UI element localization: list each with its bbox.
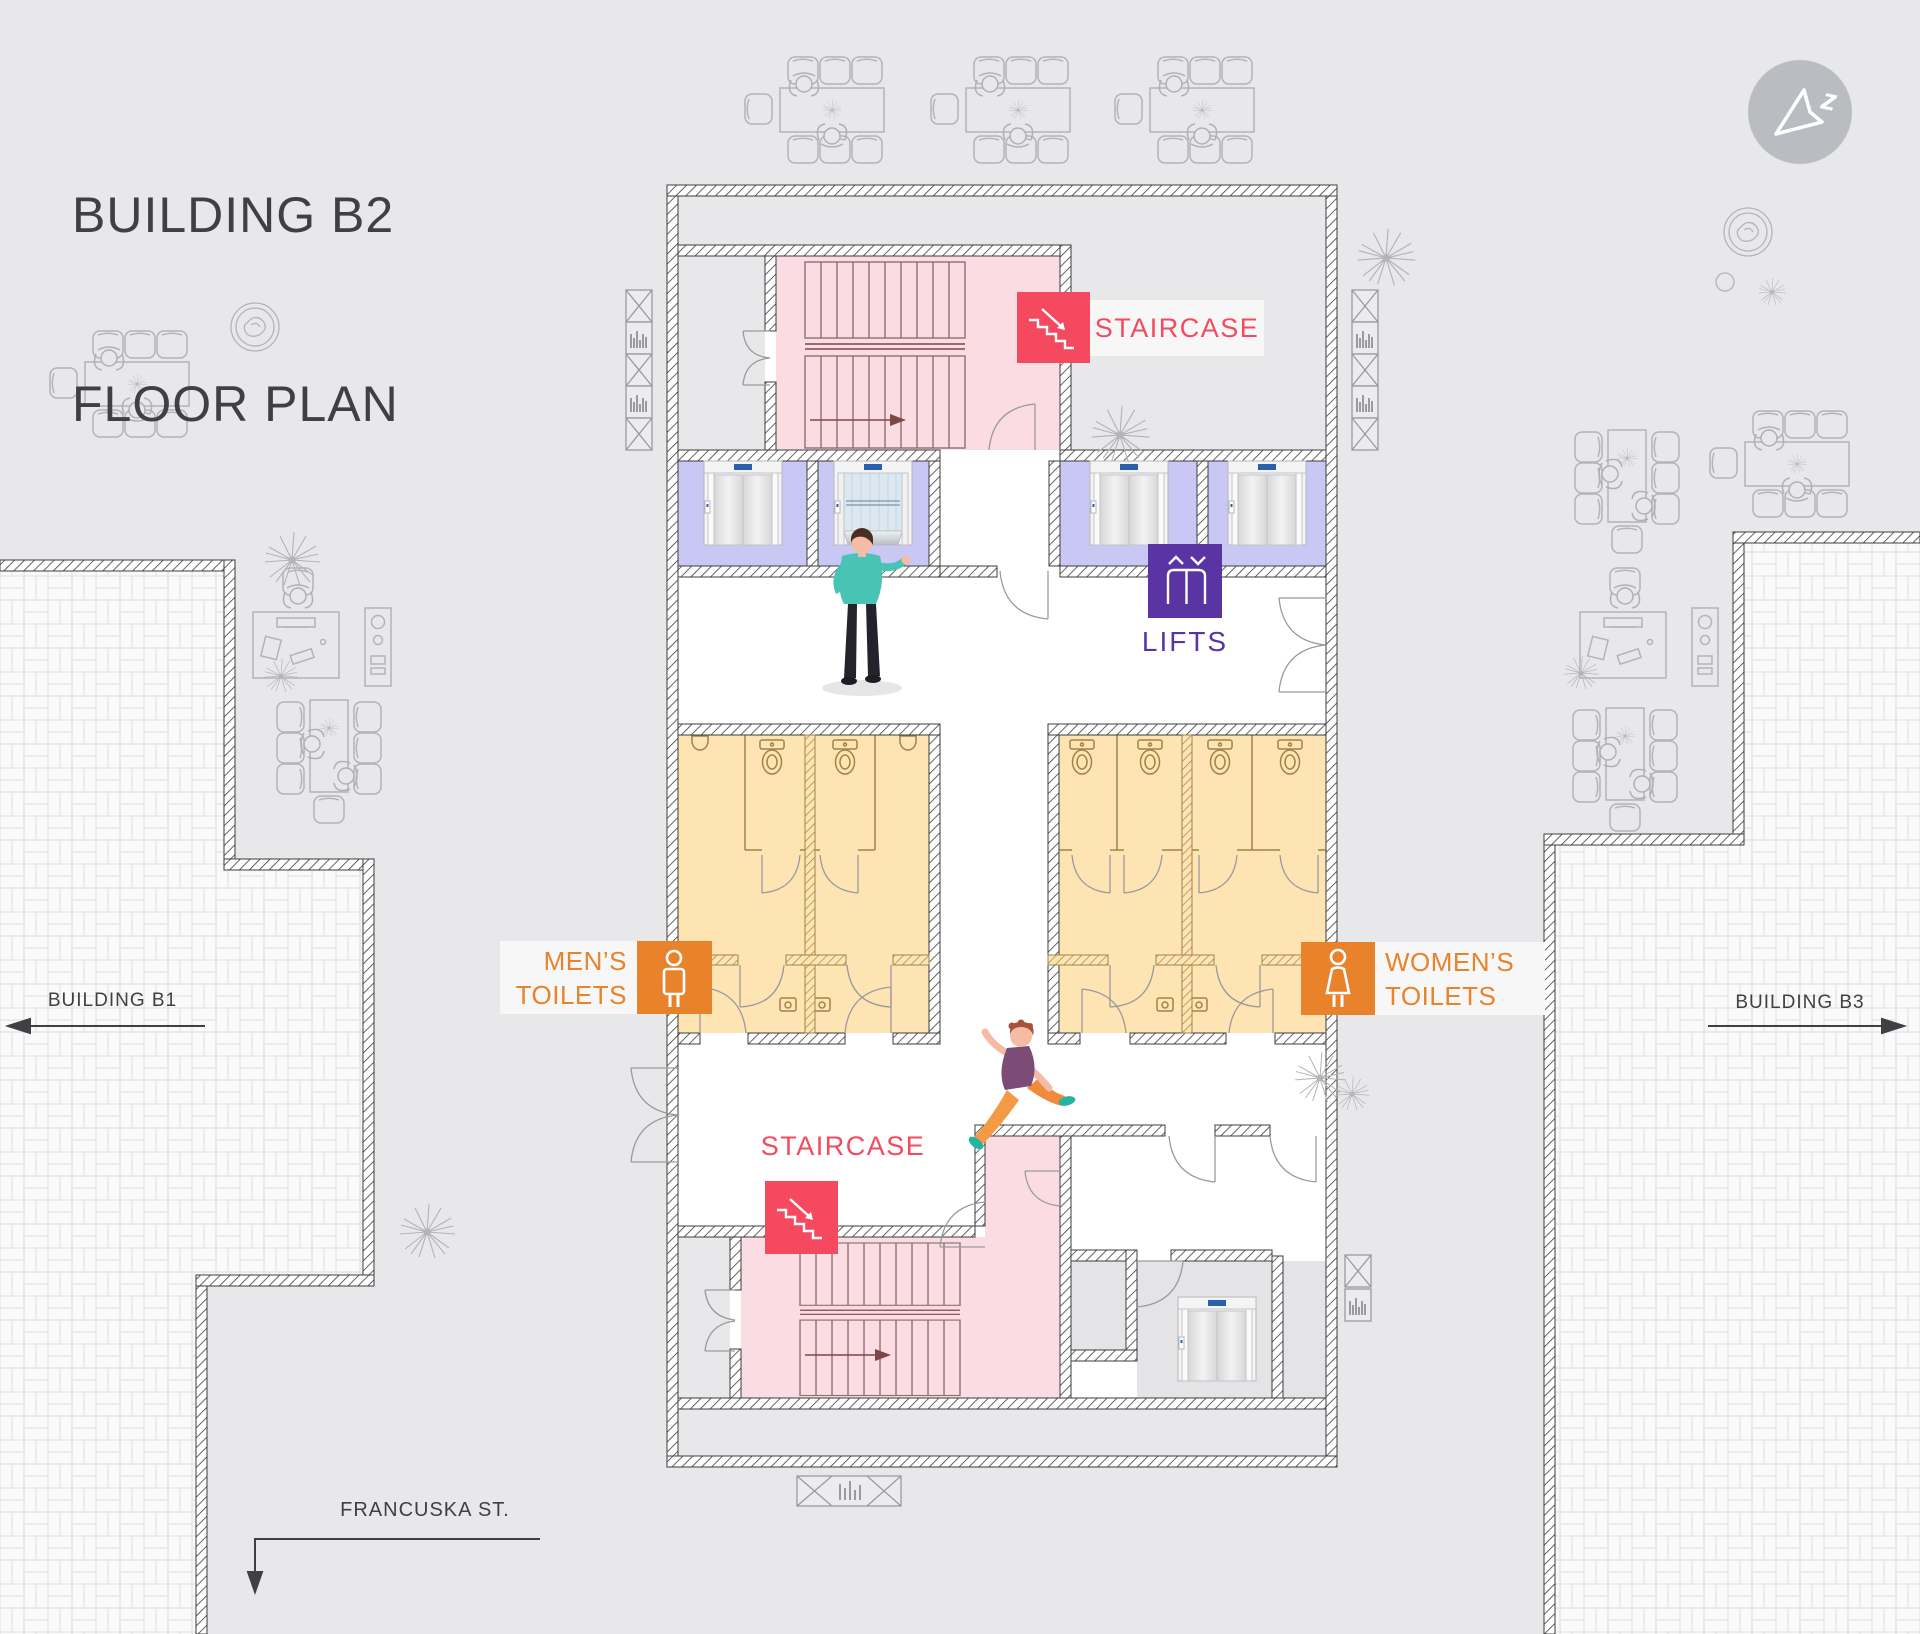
mens-toilets-badge: [637, 941, 712, 1014]
street-label: FRANCUSKA ST.: [340, 1499, 510, 1521]
room-small-vestibule: [1071, 1261, 1126, 1350]
arrow-right-icon: [1881, 1017, 1908, 1035]
plant-icon: [264, 531, 321, 587]
stairs-bottom: [799, 1242, 961, 1397]
man-icon: [662, 949, 686, 1007]
elevator-open: [833, 460, 913, 546]
elevator-closed-small: [1177, 1296, 1257, 1382]
stairs-down-icon: [777, 1198, 822, 1240]
stall-partitions: [744, 735, 1326, 851]
lifts-label: LIFTS: [1141, 626, 1229, 657]
wayfinding-arrows: [4, 1017, 1908, 1596]
corridor-bottom: [678, 1409, 1326, 1456]
compass-letter: z: [1817, 82, 1840, 118]
room-staircase-top: [776, 256, 1060, 450]
page-title-line2: FLOOR PLAN: [72, 376, 399, 432]
furniture: [50, 57, 1849, 1507]
mens-toilets-label-line1: MEN’S: [543, 945, 627, 976]
staircase-top-badge: [1017, 292, 1090, 363]
mens-toilets-label: MEN’S TOILETS: [500, 941, 637, 1014]
north-arrow-icon: [1774, 88, 1824, 136]
womens-toilets-label-line1: WOMEN’S: [1385, 946, 1515, 977]
room-staircase-bottom: [741, 1136, 1060, 1398]
building-b1-label: BUILDING B1: [47, 990, 178, 1011]
plaza-left: [0, 571, 363, 1634]
room-mens-toilets: [678, 735, 929, 1033]
womens-toilets-label: WOMEN’S TOILETS: [1375, 942, 1545, 1015]
mens-toilets-label-line2: TOILETS: [515, 979, 627, 1010]
service-units-bottom: [796, 1475, 902, 1507]
plant-icon: [1357, 228, 1416, 286]
compass: z: [1748, 60, 1852, 164]
page-title-line1: BUILDING B2: [72, 187, 395, 243]
elevator-icon: [1166, 555, 1207, 604]
plant-icon: [399, 1203, 456, 1259]
plant-icon: [1563, 655, 1599, 690]
womens-toilets-badge: [1301, 942, 1375, 1015]
walls: [0, 184, 1920, 1634]
womens-toilets-label-line2: TOILETS: [1385, 980, 1497, 1011]
person-running: [968, 1019, 1076, 1150]
service-units-right-lower: [1344, 1254, 1372, 1322]
building-b3-label: BUILDING B3: [1735, 992, 1865, 1013]
lifts-badge: [1148, 544, 1222, 618]
plant-icon: [1758, 277, 1787, 306]
service-units-right: [1351, 289, 1379, 451]
arrow-down-icon: [246, 1571, 264, 1596]
staircase-top-label-text: STAIRCASE: [1094, 312, 1260, 343]
person-standing: [822, 528, 911, 696]
stairs-down-icon: [1029, 308, 1074, 350]
staircase-bottom-badge: [765, 1181, 838, 1254]
elevator-closed: [1089, 460, 1169, 546]
doors: [630, 330, 1327, 1352]
staircase-top-label: STAIRCASE: [1090, 300, 1264, 356]
page-title: BUILDING B2 FLOOR PLAN: [72, 58, 399, 499]
stairs-top: [804, 261, 966, 449]
elevator-closed: [703, 460, 783, 546]
elevator-closed: [1227, 460, 1307, 546]
arrow-left-icon: [4, 1017, 31, 1035]
plant-icon: [1334, 1076, 1370, 1111]
woman-icon: [1325, 948, 1351, 1007]
service-units-left: [625, 289, 653, 451]
staircase-bottom-label: STAIRCASE: [760, 1131, 926, 1161]
plaza-right: [1555, 543, 1920, 1634]
